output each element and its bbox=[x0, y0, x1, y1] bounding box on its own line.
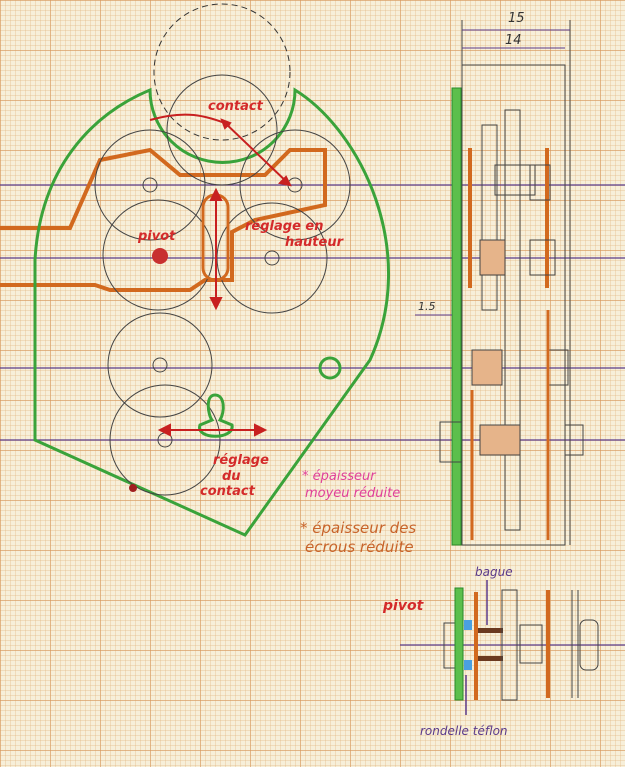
wheel bbox=[94, 129, 206, 241]
axis-lines bbox=[0, 184, 625, 646]
pivot-detail bbox=[443, 580, 599, 715]
detail-label-bague: bague bbox=[475, 565, 513, 579]
detail-label-pivot: pivot bbox=[382, 598, 425, 614]
label-contact: contact bbox=[208, 99, 264, 114]
dimension-plate-offset: 1.5 bbox=[418, 300, 436, 313]
note-ecrous-line2: écrous réduite bbox=[305, 538, 414, 556]
label-reglage-contact-line2: du bbox=[222, 469, 241, 484]
wheel bbox=[166, 74, 278, 186]
note-moyeu-line1: * épaisseur bbox=[302, 469, 377, 484]
mounting-plate bbox=[33, 87, 391, 537]
orange-arm bbox=[0, 147, 327, 292]
front-view bbox=[0, 3, 391, 537]
wheel bbox=[109, 384, 221, 496]
label-reglage-contact-line3: contact bbox=[200, 484, 256, 499]
note-moyeu-line2: moyeu réduite bbox=[305, 486, 400, 501]
note-ecrous-line1: * épaisseur des bbox=[300, 519, 416, 537]
pivot-point bbox=[152, 248, 168, 264]
side-view bbox=[415, 20, 584, 546]
dimension-overall-width: 15 bbox=[508, 11, 525, 26]
contact-wheel-dashed bbox=[153, 3, 291, 141]
wheel bbox=[102, 199, 214, 311]
label-reglage-hauteur-line1: réglage en bbox=[245, 219, 323, 234]
label-reglage-hauteur-line2: hauteur bbox=[285, 235, 345, 250]
dimension-inner-width: 14 bbox=[505, 33, 522, 48]
wheel bbox=[239, 129, 351, 241]
plate-section bbox=[451, 87, 462, 546]
wheel bbox=[107, 312, 213, 418]
contact-slot bbox=[198, 393, 234, 438]
label-pivot: pivot bbox=[137, 229, 176, 244]
detail-label-rondelle: rondelle téflon bbox=[420, 724, 508, 738]
label-reglage-contact-line1: réglage bbox=[213, 453, 269, 468]
mount-hole bbox=[318, 356, 342, 380]
